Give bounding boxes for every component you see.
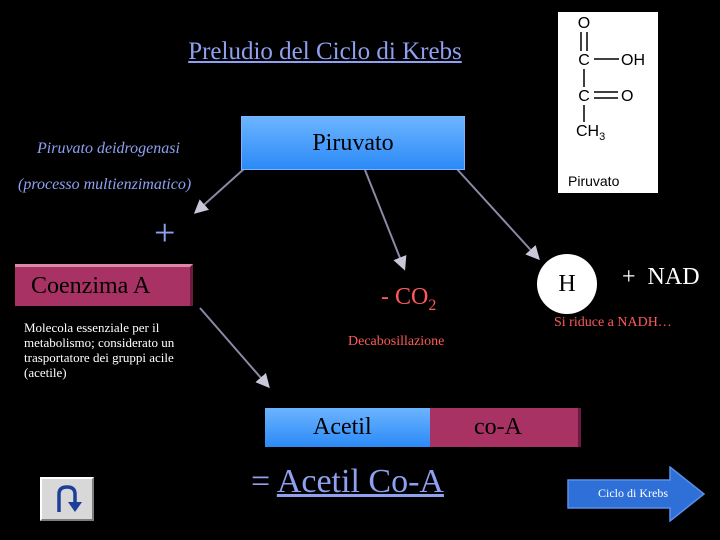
atom-o-top: O — [578, 15, 590, 32]
arrow-coenzima-to-acetil — [199, 307, 270, 389]
hydrogen-label: H — [558, 270, 576, 297]
next-button[interactable] — [566, 466, 706, 522]
plus-sign: + — [154, 212, 176, 254]
nad-note: Si riduce a NADH… — [554, 315, 672, 330]
acetil-box: Acetil — [265, 408, 430, 447]
coenzima-box: Coenzima A — [15, 264, 193, 306]
co2-text: - CO — [381, 284, 429, 310]
arrow-piruvato-to-h — [455, 167, 540, 261]
page-title: Preludio del Ciclo di Krebs — [188, 38, 462, 65]
hydrogen-circle: H — [537, 254, 597, 314]
decarboxylation-label: Decabosillazione — [348, 334, 445, 349]
coenzima-description: Molecola essenziale per il metabolismo; … — [24, 320, 175, 380]
nad-label: + NAD — [622, 264, 700, 290]
result-name: Acetil Co-A — [276, 463, 444, 500]
right-arrow-icon — [567, 466, 706, 522]
atom-c1: C — [578, 52, 590, 69]
atom-oh: OH — [621, 52, 645, 69]
acetil-label: Acetil — [313, 414, 372, 440]
result-label: = Acetil Co-A — [251, 463, 444, 501]
co2-label: - CO2 — [381, 284, 436, 315]
piruvato-structure: O C OH C O CH3 Piruvato — [558, 12, 658, 193]
piruvato-box-label: Piruvato — [312, 129, 394, 156]
coa-box: co-A — [430, 408, 581, 447]
enzyme-note: (processo multienzimatico) — [18, 176, 192, 193]
coa-label: co-A — [474, 414, 522, 440]
atom-o-mid: O — [621, 88, 633, 105]
arrow-piruvato-to-co2 — [364, 169, 407, 271]
coenzima-label: Coenzima A — [31, 273, 151, 299]
next-button-label[interactable]: Ciclo di Krebs — [598, 486, 668, 500]
co2-subscript: 2 — [428, 297, 437, 314]
arrow-piruvato-to-plus — [193, 167, 246, 214]
back-button[interactable] — [40, 477, 94, 521]
structure-caption: Piruvato — [568, 173, 620, 189]
piruvato-structure-svg: O C OH C O CH3 Piruvato — [558, 15, 658, 193]
piruvato-box: Piruvato — [241, 116, 465, 170]
enzyme-name: Piruvato deidrogenasi — [37, 140, 180, 157]
equals-sign: = — [251, 463, 271, 500]
atom-ch3: CH3 — [576, 123, 605, 143]
u-turn-arrow-icon — [57, 485, 82, 512]
atom-c2: C — [578, 88, 590, 105]
